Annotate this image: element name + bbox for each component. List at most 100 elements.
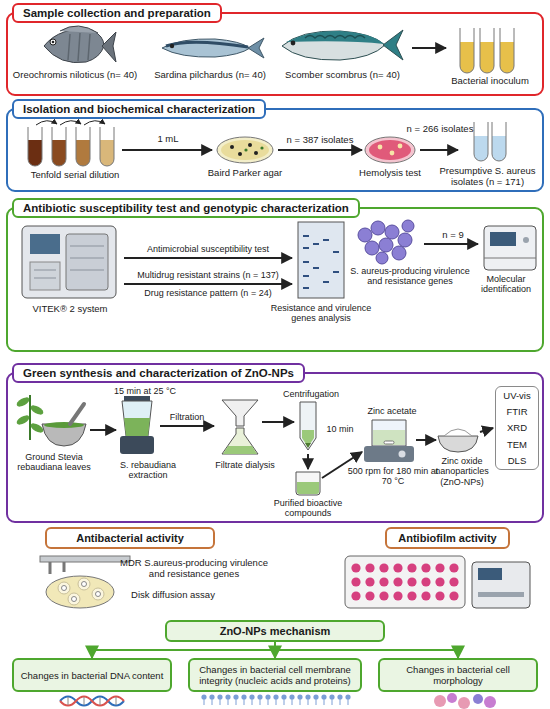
dna-helix xyxy=(68,697,116,705)
blender xyxy=(120,396,154,454)
section-heading: Sample collection and preparation xyxy=(12,3,222,23)
annotation-label: n = 9 xyxy=(428,230,478,241)
flow-arrow xyxy=(122,149,212,151)
caliper-tool xyxy=(40,556,130,562)
bacteria-cluster xyxy=(365,241,379,255)
isolate-tubes xyxy=(474,136,488,161)
annotation-label: 10 min xyxy=(320,424,360,434)
inoculum-tubes xyxy=(480,28,494,73)
flow-arrow xyxy=(307,454,309,469)
effect-box: Changes in bacterial DNA content xyxy=(12,658,172,692)
annotation-label: Tenfold serial dilution xyxy=(15,170,135,181)
annotation-label: Antimicrobial susceptibility test xyxy=(120,244,296,254)
hemolysis-plate xyxy=(390,151,395,156)
centrifuge-tube xyxy=(300,402,316,450)
sequencer-instrument xyxy=(490,232,516,246)
filtration-flask xyxy=(222,400,258,454)
sequencer-instrument xyxy=(523,237,529,243)
box-label: Changes in bacterial cell morphology xyxy=(384,664,532,686)
mortar-pestle xyxy=(44,422,84,428)
flow-arrow xyxy=(278,149,362,151)
stevia-plant xyxy=(29,403,45,416)
beaker xyxy=(296,472,320,495)
disk-diffusion-plate xyxy=(62,586,67,591)
gel-electrophoresis xyxy=(298,222,344,298)
annotation-label: Filtration xyxy=(156,412,218,422)
dilution-tubes xyxy=(28,127,42,166)
dilution-tubes xyxy=(28,121,114,166)
bacteria-cluster xyxy=(358,228,372,242)
baird-parker-plate xyxy=(221,140,269,160)
centrifuge-tube xyxy=(300,402,316,450)
flow-arrow xyxy=(420,149,458,151)
annotation-label: Oreochromis niloticus (n= 40) xyxy=(5,70,145,81)
sequencer-instrument xyxy=(484,258,536,259)
well-plate xyxy=(349,561,461,603)
centrifuge-tube xyxy=(305,443,311,448)
vitek-instrument xyxy=(22,226,116,298)
sardine-fish xyxy=(248,38,264,58)
beaker xyxy=(296,472,320,495)
well-plate xyxy=(345,556,465,608)
annotation-label: n = 387 isolates xyxy=(275,135,365,146)
annotation-label: Ground Stevia rebaudiana leaves xyxy=(6,452,102,473)
hemolysis-plate xyxy=(369,140,411,160)
annotation-label: Molecular identification xyxy=(468,274,544,295)
mackerel-fish xyxy=(383,30,403,60)
plate-reader xyxy=(478,592,524,597)
hot-plate-stirrer xyxy=(384,441,394,444)
annotation-label: Filtrate dialysis xyxy=(205,460,285,470)
vitek-instrument xyxy=(66,234,108,290)
annotation-label: Centrifugation xyxy=(266,389,356,399)
tilapia-fish xyxy=(60,26,98,33)
annotation-label: Resistance and virulence genes analysis xyxy=(268,303,374,324)
inoculum-tubes xyxy=(460,42,474,73)
disk-diffusion-plate xyxy=(72,597,77,602)
flow-arrow xyxy=(424,243,478,245)
disk-diffusion-plate xyxy=(46,576,114,608)
effect-box: Changes in bacterial cell morphology xyxy=(378,658,538,692)
tilapia-fish xyxy=(50,39,56,45)
annotation-label: Zinc oxide nanoparticles (ZnO-NPs) xyxy=(428,456,496,487)
hot-plate-stirrer xyxy=(373,430,405,445)
caliper-tool xyxy=(40,556,130,574)
baird-parker-plate xyxy=(217,137,273,163)
filtration-flask xyxy=(222,428,258,454)
hemolysis-plate xyxy=(398,144,403,149)
dna-helix xyxy=(60,697,124,706)
dilution-tubes xyxy=(52,140,66,166)
cell-morphology xyxy=(434,695,446,707)
annotation-label: Presumptive S. aureus isolates (n = 171) xyxy=(430,166,545,188)
annotation-label: Disk diffusion assay xyxy=(118,590,228,601)
gel-electrophoresis xyxy=(298,222,344,298)
sequencer-instrument xyxy=(484,226,536,270)
dilution-tubes xyxy=(60,121,81,125)
technique-item: FTIR xyxy=(506,406,527,417)
sardine-fish xyxy=(170,44,174,48)
baird-parker-plate xyxy=(217,137,273,163)
cell-morphology xyxy=(447,693,457,703)
flow-arrow xyxy=(160,425,214,427)
dilution-tubes xyxy=(28,140,42,166)
baird-parker-plate xyxy=(244,148,247,151)
blender xyxy=(120,436,154,454)
plate-reader xyxy=(472,562,530,608)
dilution-tubes xyxy=(76,127,90,166)
bacteria-cluster xyxy=(379,238,393,252)
filtration-flask xyxy=(222,400,258,426)
box-label: ZnO-NPs mechanism xyxy=(220,625,331,637)
isolate-tubes xyxy=(474,122,506,161)
disk-diffusion-plate xyxy=(78,578,90,590)
hemolysis-plate xyxy=(365,137,415,163)
baird-parker-plate xyxy=(254,151,258,155)
technique-item: XRD xyxy=(507,422,527,433)
isolate-tubes xyxy=(474,122,488,161)
sardine-fish xyxy=(162,39,250,57)
disk-diffusion-plate xyxy=(58,582,70,594)
vitek-instrument xyxy=(30,262,60,290)
blender xyxy=(122,401,152,436)
tilapia-fish xyxy=(68,33,90,61)
vitek-instrument xyxy=(22,226,116,298)
